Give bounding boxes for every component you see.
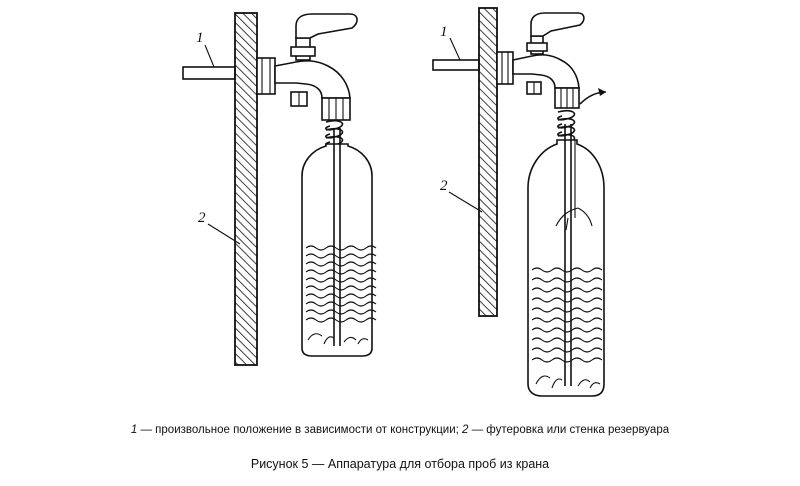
- left-liquid: [305, 245, 377, 345]
- left-wall: [234, 12, 258, 366]
- right-spiral-connector: [557, 109, 576, 145]
- right-wall: [478, 7, 498, 317]
- left-pipe: [182, 66, 236, 80]
- sampling-apparatus-diagram: 1 2: [182, 7, 607, 397]
- right-liquid: [531, 267, 603, 389]
- figure-caption: Рисунок 5 — Аппаратура для отбора проб и…: [250, 457, 550, 471]
- right-tap-handle: [530, 12, 585, 37]
- right-assembly: 1 2: [432, 7, 607, 397]
- right-leader-1: [449, 37, 461, 61]
- legend-item-1-number: 1: [130, 424, 138, 436]
- right-label-2: 2: [440, 178, 448, 194]
- left-assembly: 1 2: [182, 12, 377, 366]
- left-leader-1: [204, 44, 215, 68]
- left-tap-handle: [295, 13, 358, 39]
- figure-legend: 1 — произвольное положение в зависимости…: [0, 424, 800, 436]
- right-coupling-nut: [496, 51, 514, 85]
- right-label-1: 1: [440, 24, 448, 40]
- right-pipe: [432, 59, 480, 71]
- right-leader-2: [448, 191, 483, 213]
- legend-item-1-text: — произвольное положение в зависимости о…: [137, 424, 463, 436]
- right-tap-body: [512, 54, 580, 89]
- left-label-1: 1: [196, 30, 204, 46]
- left-leader-2: [207, 223, 241, 245]
- legend-item-2-text: — футеровка или стенка резервуара: [468, 424, 670, 436]
- legend-item-2-number: 2: [462, 424, 469, 436]
- left-coupling-nut: [256, 57, 276, 95]
- left-label-2: 2: [198, 210, 206, 226]
- left-tap-body: [274, 60, 351, 99]
